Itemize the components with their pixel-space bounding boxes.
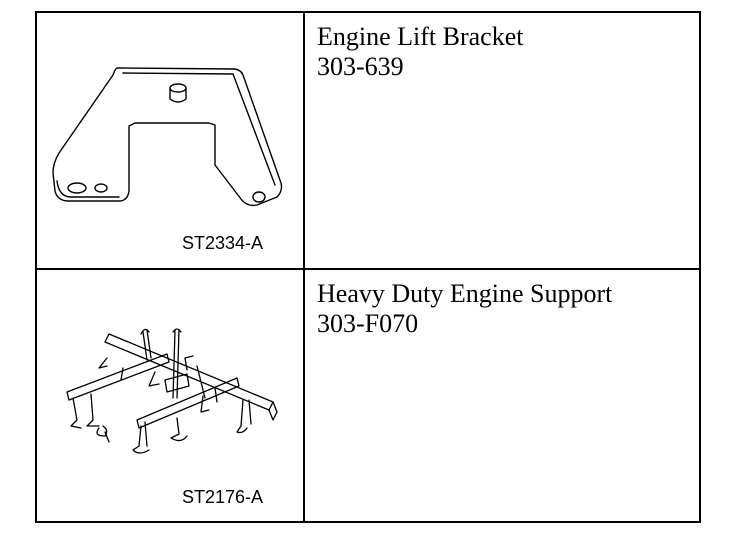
tool-illustration-cell: ST2334-A bbox=[37, 13, 305, 268]
tool-number: 303-F070 bbox=[317, 309, 419, 338]
tool-name: Engine Lift Bracket bbox=[317, 22, 524, 51]
special-tools-table: ST2334-A Engine Lift Bracket 303-639 bbox=[35, 11, 701, 523]
tool-description: Heavy Duty Engine Support 303-F070 bbox=[305, 270, 699, 521]
tool-name: Heavy Duty Engine Support bbox=[317, 279, 613, 308]
figure-id: ST2334-A bbox=[182, 233, 264, 253]
tool-number: 303-639 bbox=[317, 52, 404, 81]
tool-illustration-cell: ST2176-A bbox=[37, 270, 305, 521]
engine-lift-bracket-icon bbox=[52, 67, 283, 207]
heavy-duty-engine-support-icon bbox=[66, 328, 278, 454]
figure-id: ST2176-A bbox=[182, 487, 264, 507]
tool-row: ST2176-A Heavy Duty Engine Support 303-F… bbox=[37, 270, 699, 521]
tool-description: Engine Lift Bracket 303-639 bbox=[305, 13, 699, 268]
tool-row: ST2334-A Engine Lift Bracket 303-639 bbox=[37, 13, 699, 270]
